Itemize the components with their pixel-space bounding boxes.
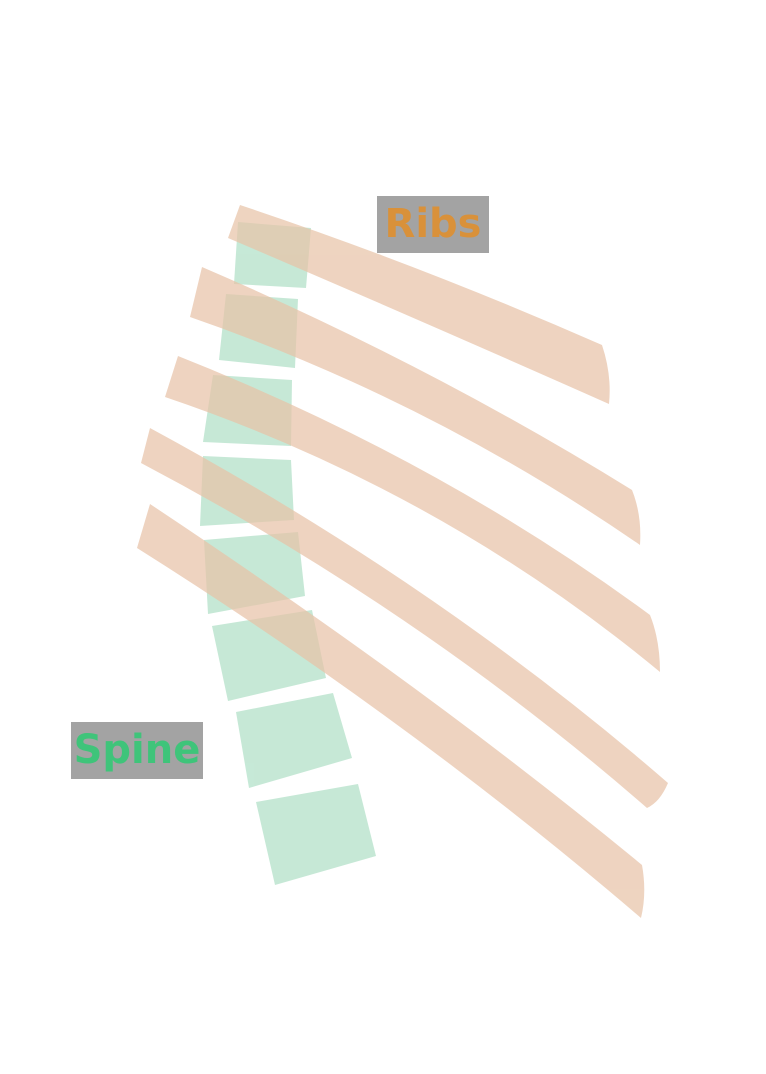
- ribs-label-text: Ribs: [384, 201, 482, 247]
- rib: [165, 356, 660, 672]
- rib: [141, 428, 668, 808]
- rib: [228, 205, 610, 404]
- vertebra: [236, 693, 352, 788]
- vertebra: [256, 784, 376, 885]
- rib: [137, 504, 645, 918]
- ribs: [137, 205, 668, 918]
- rib: [190, 267, 641, 545]
- ribs-label: Ribs: [377, 196, 489, 253]
- spine-label: Spine: [71, 722, 203, 779]
- spine-label-text: Spine: [73, 727, 201, 773]
